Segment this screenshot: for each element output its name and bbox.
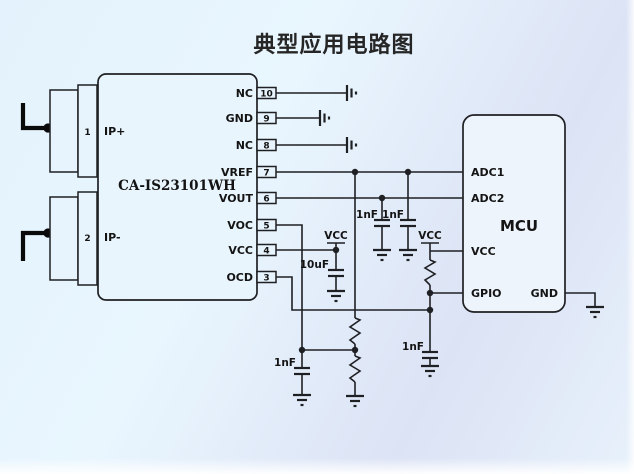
pin-number-5: 5 <box>263 222 269 232</box>
pin-label-nc-10: NC <box>236 87 253 100</box>
terminal-block-1 <box>49 84 98 178</box>
mcu-pin-adc1: ADC1 <box>471 166 504 179</box>
pin-label-nc-8: NC <box>236 139 253 152</box>
ground-symbol-gnd9 <box>318 110 331 126</box>
pin-label-voc: VOC <box>227 219 253 232</box>
left-pin-number-2: 2 <box>84 234 90 244</box>
pin-label-vout: VOUT <box>219 192 254 205</box>
main-ic-body <box>97 73 258 301</box>
pin-number-10: 10 <box>260 90 273 100</box>
capacitor-vout-1nf <box>374 218 390 228</box>
pin-label-ip-minus: IP- <box>104 231 121 244</box>
cap-value-ocd: 1nF <box>402 341 424 353</box>
mcu-pin-adc2: ADC2 <box>471 192 504 205</box>
capacitor-vref-1nf <box>400 218 416 228</box>
pin-number-4: 4 <box>263 247 269 257</box>
cap-value-vref: 1nF <box>382 209 404 221</box>
circuit-wires <box>276 92 596 396</box>
pin-number-7: 7 <box>263 169 269 179</box>
cap-value-vout: 1nF <box>356 209 378 221</box>
ground-symbol-nc8 <box>345 137 358 153</box>
main-ic-name: CA-IS23101WH <box>118 178 236 194</box>
ground-symbol-mcu-gnd <box>586 305 604 319</box>
current-path-wire-ip-minus <box>20 228 53 261</box>
vcc-rail-label-left: VCC <box>324 230 348 242</box>
resistor-pullup <box>423 259 437 286</box>
mcu-pin-vcc: VCC <box>471 245 496 258</box>
pin-number-3: 3 <box>263 274 269 284</box>
cap-value-vcc: 10uF <box>300 259 329 271</box>
main-ic-right-pins: 10 9 8 7 6 5 4 3 NC GND NC VREF VOUT VOC… <box>219 86 277 284</box>
pin-label-vref: VREF <box>221 166 253 179</box>
pin-label-gnd-9: GND <box>226 112 253 125</box>
resistor-divider-top <box>348 317 362 345</box>
ground-symbol-ocd-cap <box>421 364 439 378</box>
capacitor-vcc-10uf <box>328 268 344 278</box>
terminal-block-2 <box>49 191 98 286</box>
page-title: 典型应用电路图 <box>253 32 414 58</box>
cap-value-voc: 1nF <box>274 357 296 369</box>
mcu-pin-gnd: GND <box>531 287 558 300</box>
capacitor-voc-1nf <box>294 366 310 376</box>
pin-label-vcc: VCC <box>228 244 253 257</box>
mcu-pin-gpio: GPIO <box>471 287 502 300</box>
current-path-wire-ip-plus <box>20 103 53 133</box>
left-pin-number-1: 1 <box>84 128 90 138</box>
mcu-body <box>462 114 566 313</box>
capacitor-ocd-1nf <box>422 350 438 360</box>
pin-number-6: 6 <box>263 195 269 205</box>
mcu-name: MCU <box>500 217 538 235</box>
pin-label-ip-plus: IP+ <box>104 125 125 138</box>
pin-label-ocd: OCD <box>226 271 253 284</box>
resistor-divider-bottom <box>348 355 362 383</box>
ground-symbol-vref-cap <box>399 248 417 262</box>
ground-symbol-divider <box>346 394 364 408</box>
ground-symbol-nc10 <box>345 85 358 101</box>
ground-symbol-vout-cap <box>373 248 391 262</box>
vcc-rail-label-right: VCC <box>418 230 442 242</box>
ground-symbol-voc-cap <box>293 393 311 407</box>
pin-number-8: 8 <box>263 142 269 152</box>
ground-symbol-vcc-cap <box>327 289 345 303</box>
pin-number-9: 9 <box>263 115 269 125</box>
junction-dots <box>298 168 434 354</box>
